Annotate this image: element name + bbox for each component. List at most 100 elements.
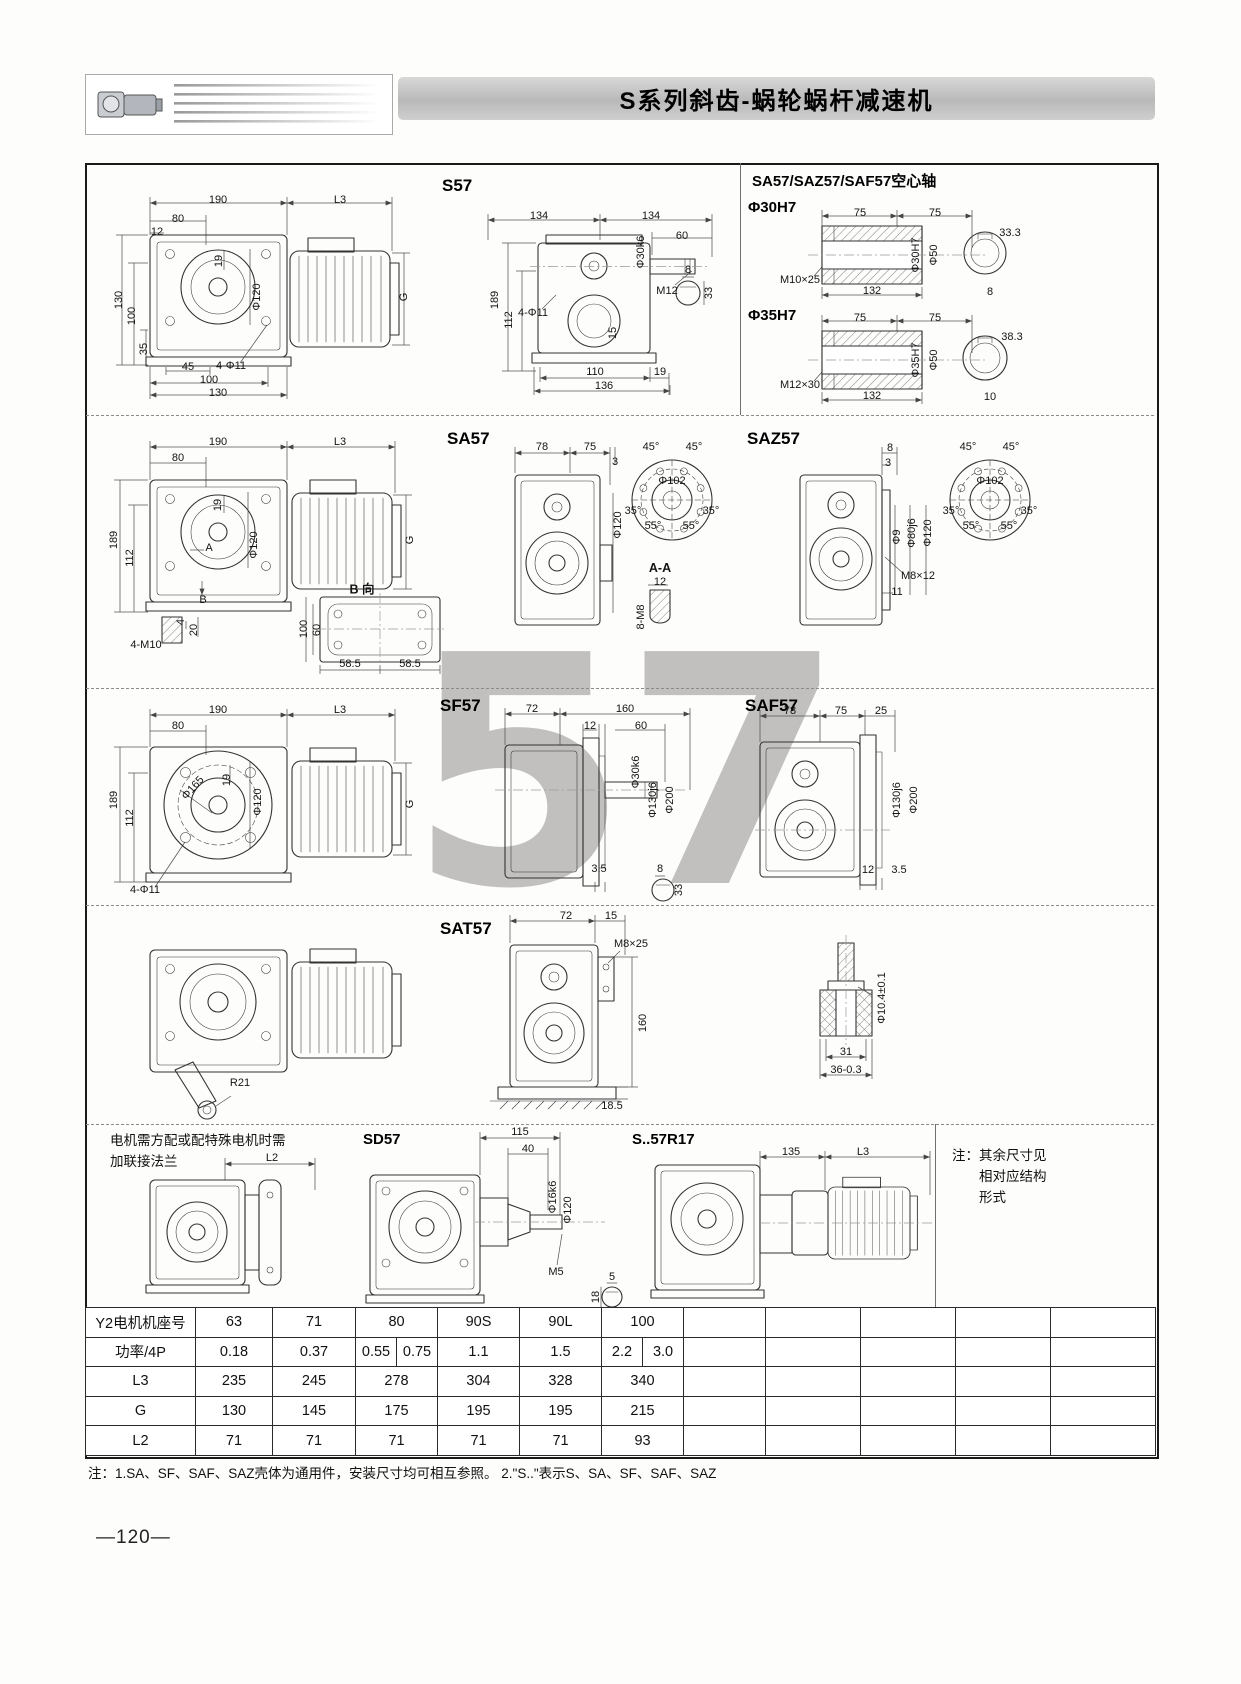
row-header: Y2电机机座号 [85, 1307, 196, 1338]
dim-label: 115 [511, 1126, 529, 1138]
table-cell: 195 [437, 1395, 521, 1427]
dim-label: 75 [928, 207, 942, 219]
table-cell: 2.2 [601, 1336, 644, 1368]
table-cell: 71 [354, 1425, 439, 1456]
dim-label: Φ130j6 [647, 782, 659, 818]
dim-label: G [404, 535, 416, 545]
dim-label: 15 [604, 910, 618, 922]
dim-label: 189 [489, 290, 501, 310]
dim-label: 4 [175, 618, 187, 626]
angle-label: 45° [642, 441, 660, 453]
dim-label: L3 [333, 194, 347, 206]
table-cell-empty [955, 1366, 1052, 1397]
angle-label: 45° [685, 441, 703, 453]
table-cell: 340 [601, 1366, 685, 1397]
dim-label: L2 [265, 1152, 279, 1164]
dim-label: 11 [891, 586, 903, 598]
dim-label: 112 [124, 549, 136, 567]
dim-label: Φ30H7 [910, 237, 922, 273]
spec-table: Y2电机机座号 63 71 80 90S 90L 100 功率/4P 0.18 … [85, 1307, 1157, 1456]
dim-label: Φ200 [664, 786, 676, 814]
section-label: A-A [648, 561, 672, 575]
dim-label: 100 [298, 619, 310, 639]
dim-label: Φ120 [922, 519, 934, 547]
table-cell-empty [1050, 1425, 1157, 1456]
table-cell: 175 [354, 1395, 439, 1427]
sd57-drawing [365, 1132, 623, 1308]
dim-label: 38.3 [1001, 331, 1023, 343]
angle-label: 45° [959, 441, 977, 453]
dim-label: Φ30k6 [630, 755, 642, 789]
table-cell-empty [955, 1395, 1052, 1427]
watermark-57: 57 [408, 588, 845, 958]
table-cell-empty [683, 1395, 767, 1427]
s57-front-drawing [116, 197, 410, 399]
dim-label: 160 [637, 1013, 649, 1033]
dim-label: 75 [834, 705, 848, 717]
table-cell-empty [1050, 1307, 1157, 1338]
dim-label: 33.3 [999, 227, 1021, 239]
dim-label: Φ30k6 [635, 235, 647, 269]
table-cell: 90S [437, 1307, 521, 1338]
table-cell: 71 [437, 1425, 521, 1456]
dim-label: 19 [221, 773, 233, 787]
dim-label: 112 [124, 809, 136, 827]
sa57-title: SA57 [447, 429, 490, 448]
dim-label: 4-Φ11 [130, 884, 160, 896]
section-divider-v1 [740, 163, 741, 415]
phi30h7-title: Φ30H7 [748, 199, 797, 216]
dim-label: Φ120 [251, 283, 263, 311]
dim-label: Φ50 [928, 349, 940, 371]
dim-label: 5 [608, 1271, 616, 1283]
hollow-shaft-35-drawing [808, 315, 1008, 404]
table-cell-empty [683, 1336, 767, 1368]
dim-label: 12 [861, 864, 875, 876]
dim-label: 132 [862, 285, 882, 297]
table-cell: 90L [519, 1307, 603, 1338]
logo [85, 74, 393, 135]
dim-label: M10×25 [779, 274, 821, 286]
dim-label: 19 [212, 498, 224, 512]
table-cell-empty [955, 1425, 1052, 1456]
dim-label: 3 [884, 457, 892, 469]
table-cell-empty [1050, 1366, 1157, 1397]
dim-label: 4-Φ11 [216, 360, 246, 372]
dim-label: 3.5 [591, 863, 607, 875]
dim-label: 8 [886, 442, 894, 454]
dim-label: Φ50 [928, 244, 940, 266]
page-title: S系列斜齿-蜗轮蜗杆减速机 [398, 77, 1155, 120]
dim-label: 190 [208, 194, 228, 206]
dim-label: 12 [583, 720, 597, 732]
dim-label: Φ120 [252, 788, 264, 816]
dim-label: 80 [171, 720, 185, 732]
table-cell-empty [860, 1366, 957, 1397]
ref-note-line1: 注：其余尺寸见 [952, 1148, 1047, 1163]
dim-label: 130 [113, 290, 125, 310]
table-cell: 0.75 [395, 1336, 439, 1368]
table-cell: 130 [195, 1395, 273, 1427]
dim-label: 60 [311, 623, 323, 637]
dim-label: 80 [171, 452, 185, 464]
dim-label: 75 [853, 312, 867, 324]
dim-label: 189 [108, 530, 120, 550]
angle-label: 55° [644, 520, 662, 532]
angle-label: 35° [702, 505, 720, 517]
table-cell-empty [765, 1307, 862, 1338]
dim-label: 160 [615, 703, 635, 715]
table-cell: 235 [195, 1366, 273, 1397]
l2-flange-drawing [145, 1158, 316, 1294]
dim-label: 3.5 [891, 864, 907, 876]
dim-label: R21 [229, 1077, 251, 1089]
table-cell-empty [765, 1425, 862, 1456]
dim-label: Φ16k6 [547, 1180, 559, 1214]
dim-label: Φ9 [891, 529, 903, 545]
sf57-front-drawing [114, 709, 412, 888]
table-cell: 71 [519, 1425, 603, 1456]
section-divider-1 [86, 415, 1154, 416]
table-cell: 1.5 [519, 1336, 603, 1368]
angle-label: 45° [1002, 441, 1020, 453]
dim-label: M12×30 [779, 379, 821, 391]
dim-label: 190 [208, 436, 228, 448]
dim-label: 72 [525, 703, 539, 715]
